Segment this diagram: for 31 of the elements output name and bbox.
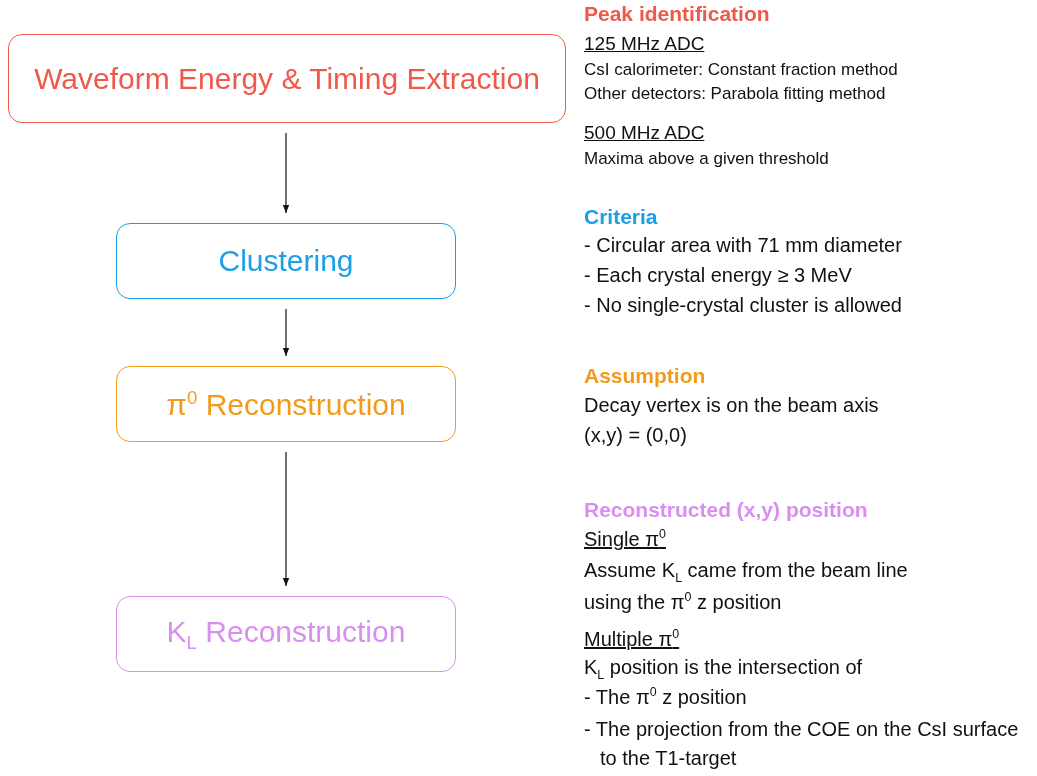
- section-heading: Criteria: [584, 204, 658, 230]
- box-label: π$^{0}$ Reconstruction: [166, 386, 406, 422]
- note-text: - No single-crystal cluster is allowed: [584, 293, 902, 317]
- process-box: [116, 366, 456, 442]
- section-heading: Reconstructed (x,y) position: [584, 497, 868, 523]
- arrow: [282, 451, 290, 587]
- subheading: 500 MHz ADC: [584, 122, 705, 145]
- note-text: Decay vertex is on the beam axis: [584, 393, 879, 417]
- note-text: - Circular area with 71 mm diameter: [584, 233, 902, 257]
- subheading: 125 MHz ADC: [584, 33, 705, 56]
- section-heading: Assumption: [584, 363, 706, 389]
- note-text: Maxima above a given threshold: [584, 149, 829, 170]
- note-text: K$_{L}$ position is the intersection of: [584, 655, 863, 683]
- subheading: Single π$^{0}$: [584, 527, 666, 551]
- box-label: K$_{L}$ Reconstruction: [166, 614, 406, 654]
- note-text: - Each crystal energy ≥ 3 MeV: [584, 263, 852, 287]
- process-box: [8, 34, 566, 123]
- subheading: Multiple π$^{0}$: [584, 627, 680, 651]
- section-heading: Peak identification: [584, 1, 770, 27]
- note-text: CsI calorimeter: Constant fraction method: [584, 60, 898, 81]
- process-box: [116, 223, 456, 299]
- note-text: Other detectors: Parabola fitting method: [584, 84, 886, 105]
- box-label: Clustering: [218, 244, 354, 278]
- box-label: Waveform Energy & Timing Extraction: [34, 61, 540, 96]
- arrow: [282, 132, 290, 214]
- note-text: (x,y) = (0,0): [584, 423, 687, 447]
- note-text: Assume K$_{L}$ came from the beam line using the π$^{0}$ z position: [584, 558, 909, 615]
- note-text: - The projection from the COE on the CsI surface to the T1-target: [584, 717, 1020, 771]
- note-text: - The π$^{0}$ z position: [584, 685, 747, 709]
- arrow: [282, 308, 290, 357]
- process-box: [116, 596, 456, 672]
